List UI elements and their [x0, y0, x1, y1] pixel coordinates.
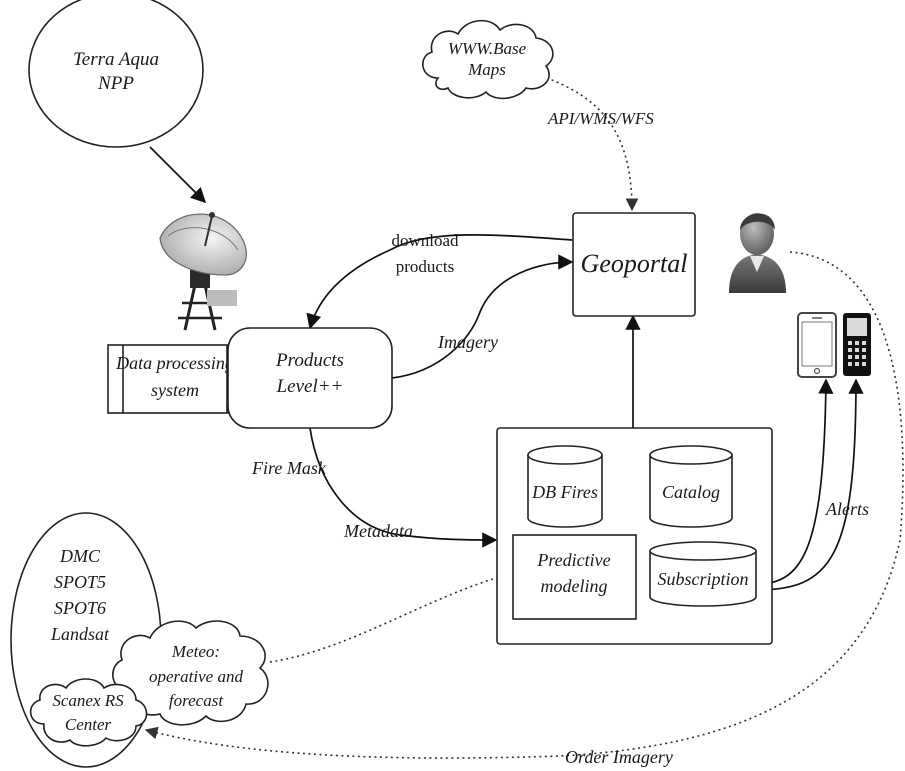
- db-fires-label: DB Fires: [531, 482, 598, 502]
- download-label-1: download: [391, 231, 459, 250]
- download-products-arrow: [306, 234, 573, 330]
- products-label-1: Products: [275, 350, 344, 371]
- smartphone-icon: [797, 312, 837, 378]
- meteo-label-1: Meteo:: [171, 642, 220, 661]
- satellite-to-antenna-arrow: [149, 146, 207, 204]
- scanex-label-2: Center: [65, 715, 112, 734]
- scanex-label-1: Scanex RS: [52, 691, 124, 710]
- imagery-arrow: [391, 254, 574, 379]
- source-spot5: SPOT5: [54, 572, 106, 592]
- meteo-to-predictive-link: [269, 570, 512, 663]
- imagery-label: Imagery: [437, 332, 498, 352]
- source-spot6: SPOT6: [54, 598, 106, 618]
- subscription-cylinder: Subscription: [649, 541, 757, 607]
- user-icon: [729, 213, 786, 293]
- basemaps-to-geoportal-link: [519, 69, 639, 212]
- base-maps-cloud: WWW.Base Maps: [422, 19, 554, 100]
- catalog-cylinder: Catalog: [649, 445, 733, 528]
- source-landsat: Landsat: [50, 624, 110, 644]
- geoportal-label: Geoportal: [581, 249, 688, 278]
- satellites-label-2: NPP: [97, 73, 134, 94]
- data-processing-system-node: Data processing system: [107, 344, 243, 414]
- products-label-2: Level++: [276, 376, 344, 397]
- data-processing-label-2: system: [151, 380, 199, 400]
- order-imagery-label: Order Imagery: [565, 747, 673, 767]
- source-dmc: DMC: [59, 546, 101, 566]
- predictive-label-1: Predictive: [536, 550, 610, 570]
- download-label-2: products: [396, 257, 455, 276]
- geoportal-node: Geoportal: [572, 212, 696, 317]
- predictive-label-2: modeling: [541, 576, 608, 596]
- data-processing-label-1: Data processing: [115, 353, 234, 373]
- satellites-label-1: Terra Aqua: [73, 49, 159, 70]
- scanex-cloud: Scanex RS Center: [29, 678, 148, 747]
- predictive-modeling-node: Predictive modeling: [512, 534, 637, 620]
- mobile-phone-icon: [843, 313, 871, 376]
- metadata-label: Metadata: [343, 521, 413, 541]
- fire-mask-label: Fire Mask: [251, 458, 327, 478]
- alerts-arrow-black-phone: [755, 378, 864, 591]
- satellites-node: Terra Aqua NPP: [28, 0, 204, 148]
- products-node: Products Level++: [227, 327, 393, 429]
- order-imagery-link: [144, 251, 904, 759]
- database-system-box: DB Fires Catalog Predictive modeling Sub…: [496, 427, 773, 645]
- db-fires-cylinder: DB Fires: [527, 445, 603, 528]
- meteo-label-2: operative and: [149, 667, 243, 686]
- meteo-cloud: Meteo: operative and forecast: [112, 620, 269, 726]
- catalog-label: Catalog: [662, 482, 720, 502]
- base-maps-label-1: WWW.Base: [448, 39, 527, 58]
- subscription-label: Subscription: [657, 569, 748, 589]
- meteo-label-3: forecast: [169, 691, 224, 710]
- alerts-label: Alerts: [825, 499, 869, 519]
- satellite-dish-icon: [159, 212, 247, 331]
- base-maps-label-2: Maps: [467, 60, 506, 79]
- api-wms-wfs-label: API/WMS/WFS: [547, 109, 654, 128]
- metadata-arrow: [309, 427, 498, 548]
